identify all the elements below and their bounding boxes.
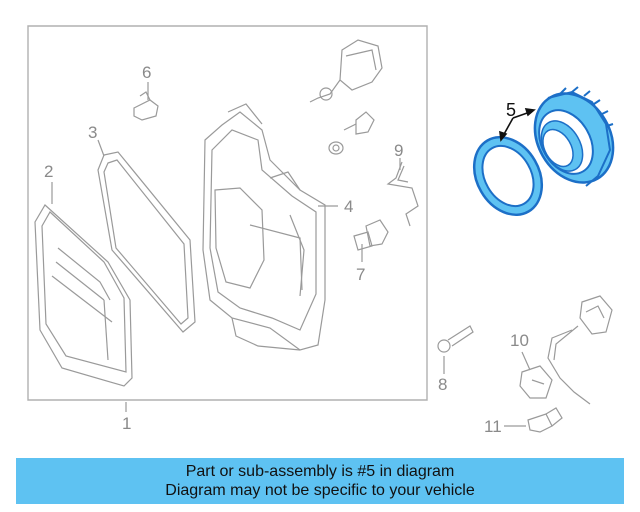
callout-5: 5	[506, 100, 516, 120]
part-5-ring-assembly[interactable]	[461, 79, 629, 227]
part-6-clip[interactable]	[133, 91, 159, 121]
parts-diagram: 1 2 3 4 5 6 7 8 9 10 11	[27, 25, 629, 436]
part-8-bolt[interactable]	[437, 325, 474, 353]
part-5-leaders	[499, 108, 536, 142]
banner-line-1: Part or sub-assembly is #5 in diagram	[185, 463, 455, 480]
callout-7: 7	[356, 265, 365, 284]
callout-3: 3	[88, 123, 97, 142]
callout-10: 10	[510, 331, 529, 350]
part-5-ring	[533, 86, 615, 187]
callout-4: 4	[344, 197, 353, 216]
info-banner: Part or sub-assembly is #5 in diagram Di…	[16, 458, 624, 504]
callout-1: 1	[122, 414, 131, 433]
banner-line-2: Diagram may not be specific to your vehi…	[165, 482, 475, 499]
callout-11: 11	[484, 417, 502, 436]
part-10-harness[interactable]	[519, 295, 613, 405]
callout-2: 2	[44, 162, 53, 181]
part-7-bulb[interactable]	[353, 219, 389, 251]
part-5-gasket	[472, 136, 544, 216]
part-4-housing[interactable]	[202, 103, 326, 351]
callout-9: 9	[394, 141, 403, 160]
part-3-gasket[interactable]	[97, 151, 196, 333]
assembly-frame	[27, 25, 428, 401]
callout-8: 8	[438, 375, 447, 394]
part-2-lens[interactable]	[34, 204, 133, 387]
part-11-bulb[interactable]	[527, 407, 563, 433]
bulb-socket-top[interactable]	[309, 39, 383, 155]
part-9-wire[interactable]	[386, 161, 419, 227]
callout-6: 6	[142, 63, 151, 82]
leader-lines	[51, 82, 531, 427]
